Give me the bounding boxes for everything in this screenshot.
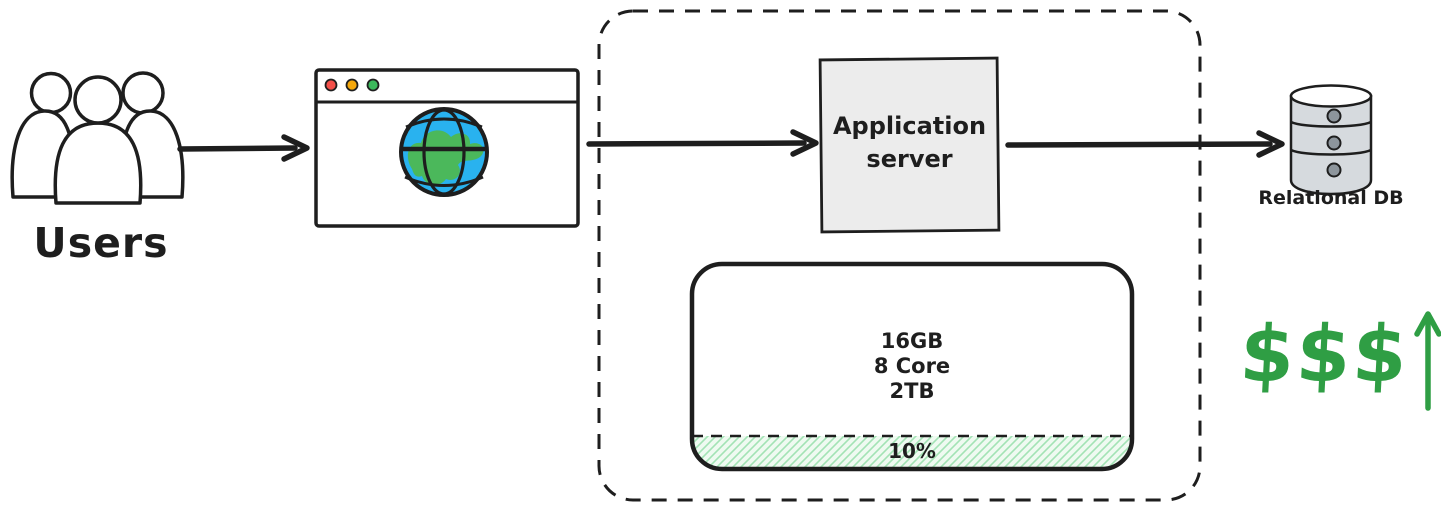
spec-line-cpu: 8 Core <box>873 354 951 378</box>
capacity-specs: 16GB 8 Core 2TB <box>692 329 1132 404</box>
database-icon <box>1289 84 1373 196</box>
spec-line-storage: 2TB <box>889 379 935 403</box>
traffic-light-red-icon <box>324 78 338 92</box>
spec-line-memory: 16GB <box>880 329 944 353</box>
traffic-light-green-icon <box>366 78 380 92</box>
app-server-box <box>818 56 1001 234</box>
utilization-label: 10% <box>888 439 936 463</box>
cost-label: $$$ <box>1237 310 1412 400</box>
utilization-bar <box>692 436 1132 469</box>
users-icon <box>10 71 185 205</box>
app-server-label: Application server <box>832 112 987 173</box>
scaling-boundary-box <box>597 9 1202 502</box>
server-capacity-box <box>689 261 1135 472</box>
globe-icon <box>399 107 489 197</box>
arrow-app-server-to-db <box>1005 130 1285 158</box>
arrow-browser-to-app-server <box>586 129 819 157</box>
browser-window <box>314 68 580 228</box>
database-label: Relational DB <box>1258 187 1404 209</box>
traffic-light-yellow-icon <box>345 78 359 92</box>
flow-arrows <box>177 129 1285 162</box>
cost-up-arrow-icon <box>1414 311 1441 411</box>
users-label: Users <box>33 219 169 267</box>
arrow-users-to-browser <box>177 134 310 162</box>
